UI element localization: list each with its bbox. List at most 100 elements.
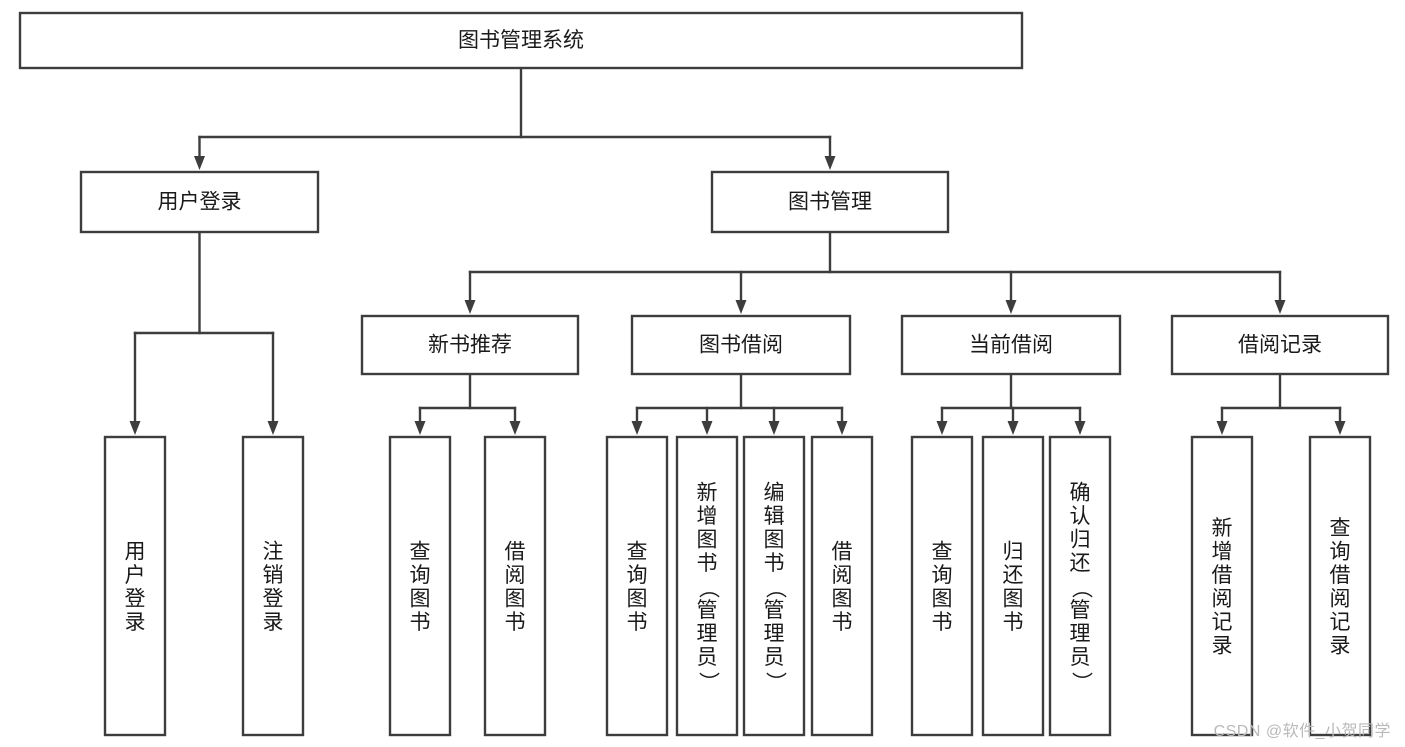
node-box-current-borrow[interactable]	[900, 314, 1122, 376]
connector-layer	[129, 66, 1346, 435]
node-label-char: 图	[410, 587, 431, 610]
node-label-char: 新	[1212, 517, 1233, 540]
node-box-leaf-query-book-1[interactable]	[388, 435, 452, 737]
node-label-char: 管	[764, 599, 785, 622]
node-label-char: 书	[1003, 611, 1024, 634]
node-label-current-borrow: 当前借阅	[969, 334, 1053, 357]
node-label-char: 员	[1070, 646, 1091, 669]
node-label-char: 记	[1212, 611, 1233, 634]
node-book-manage[interactable]: 图书管理	[710, 170, 950, 234]
node-label-char: 借	[832, 540, 853, 563]
node-label-char: 用	[125, 540, 146, 563]
node-new-book-rec[interactable]: 新书推荐	[360, 314, 580, 376]
node-label-char: 户	[125, 564, 146, 587]
node-label-char: 借	[1212, 564, 1233, 587]
node-box-leaf-query-record[interactable]	[1308, 435, 1372, 737]
node-label-char: 理	[1070, 623, 1091, 646]
node-label-char: 归	[1003, 540, 1024, 563]
node-label-char: （	[696, 578, 719, 599]
connector-group-current-borrow	[936, 372, 1086, 435]
node-label-char: 图	[697, 529, 718, 552]
node-label-book-manage: 图书管理	[788, 191, 872, 214]
node-label-char: 询	[1330, 540, 1351, 563]
node-label-char: 书	[832, 611, 853, 634]
node-box-leaf-return-book[interactable]	[981, 435, 1045, 737]
node-label-char: 书	[410, 611, 431, 634]
node-label-char: 还	[1003, 564, 1024, 587]
node-label-char: 询	[410, 564, 431, 587]
node-layer: 图书管理系统用户登录图书管理新书推荐图书借阅当前借阅借阅记录用户登录注销登录查询…	[18, 11, 1390, 737]
node-label-char: 书	[932, 611, 953, 634]
node-box-root[interactable]	[18, 11, 1024, 70]
node-user-login[interactable]: 用户登录	[79, 170, 320, 234]
node-box-leaf-edit-book[interactable]	[742, 435, 806, 737]
node-label-root: 图书管理系统	[458, 29, 584, 52]
node-box-leaf-add-book[interactable]	[675, 435, 739, 737]
node-current-borrow[interactable]: 当前借阅	[900, 314, 1122, 376]
node-label-char: 阅	[1212, 587, 1233, 610]
node-label-char: 录	[1330, 634, 1351, 657]
node-label-char: 询	[627, 564, 648, 587]
node-label-char: 询	[932, 564, 953, 587]
node-label-char: ）	[763, 672, 786, 693]
node-label-char: 图	[832, 587, 853, 610]
node-label-char: 阅	[1330, 587, 1351, 610]
node-box-leaf-borrow-book-2[interactable]	[810, 435, 874, 737]
node-box-leaf-query-book-2[interactable]	[605, 435, 669, 737]
node-root[interactable]: 图书管理系统	[18, 11, 1024, 70]
node-label-char: 借	[505, 540, 526, 563]
node-label-char: 增	[1212, 540, 1233, 563]
node-label-char: 增	[697, 505, 718, 528]
node-label-borrow-record: 借阅记录	[1238, 334, 1322, 357]
node-label-char: 编	[764, 482, 785, 505]
node-label-char: 借	[1330, 564, 1351, 587]
node-label-char: ）	[1069, 672, 1092, 693]
node-box-leaf-query-book-3[interactable]	[910, 435, 974, 737]
node-label-char: 理	[764, 623, 785, 646]
connector-group-book-manage	[464, 230, 1286, 314]
node-label-char: 确	[1070, 482, 1091, 505]
node-label-char: 图	[505, 587, 526, 610]
node-box-book-manage[interactable]	[710, 170, 950, 234]
node-label-char: 阅	[505, 564, 526, 587]
node-leaf-user-login[interactable]: 用户登录	[103, 435, 167, 737]
node-label-char: 录	[125, 611, 146, 634]
node-box-leaf-confirm-return[interactable]	[1048, 435, 1112, 737]
node-label-char: 登	[263, 587, 284, 610]
node-borrow-record[interactable]: 借阅记录	[1170, 314, 1390, 376]
node-label-new-book-rec: 新书推荐	[428, 334, 512, 357]
node-label-char: 书	[627, 611, 648, 634]
connector-group-user-login	[129, 230, 279, 435]
node-label-char: 查	[410, 540, 431, 563]
node-label-char: 录	[263, 611, 284, 634]
node-book-borrow[interactable]: 图书借阅	[630, 314, 852, 376]
node-label-char: 书	[764, 552, 785, 575]
node-label-book-borrow: 图书借阅	[699, 334, 783, 357]
node-box-leaf-add-record[interactable]	[1190, 435, 1254, 737]
node-box-new-book-rec[interactable]	[360, 314, 580, 376]
node-box-leaf-logout[interactable]	[241, 435, 305, 737]
node-label-char: 登	[125, 587, 146, 610]
node-box-book-borrow[interactable]	[630, 314, 852, 376]
connector-group-new-book-rec	[414, 372, 521, 435]
node-label-char: 认	[1070, 505, 1091, 528]
node-box-borrow-record[interactable]	[1170, 314, 1390, 376]
node-box-leaf-borrow-book-1[interactable]	[483, 435, 547, 737]
node-label-char: 图	[932, 587, 953, 610]
node-box-leaf-user-login[interactable]	[103, 435, 167, 737]
node-label-char: 查	[627, 540, 648, 563]
node-box-user-login[interactable]	[79, 170, 320, 234]
